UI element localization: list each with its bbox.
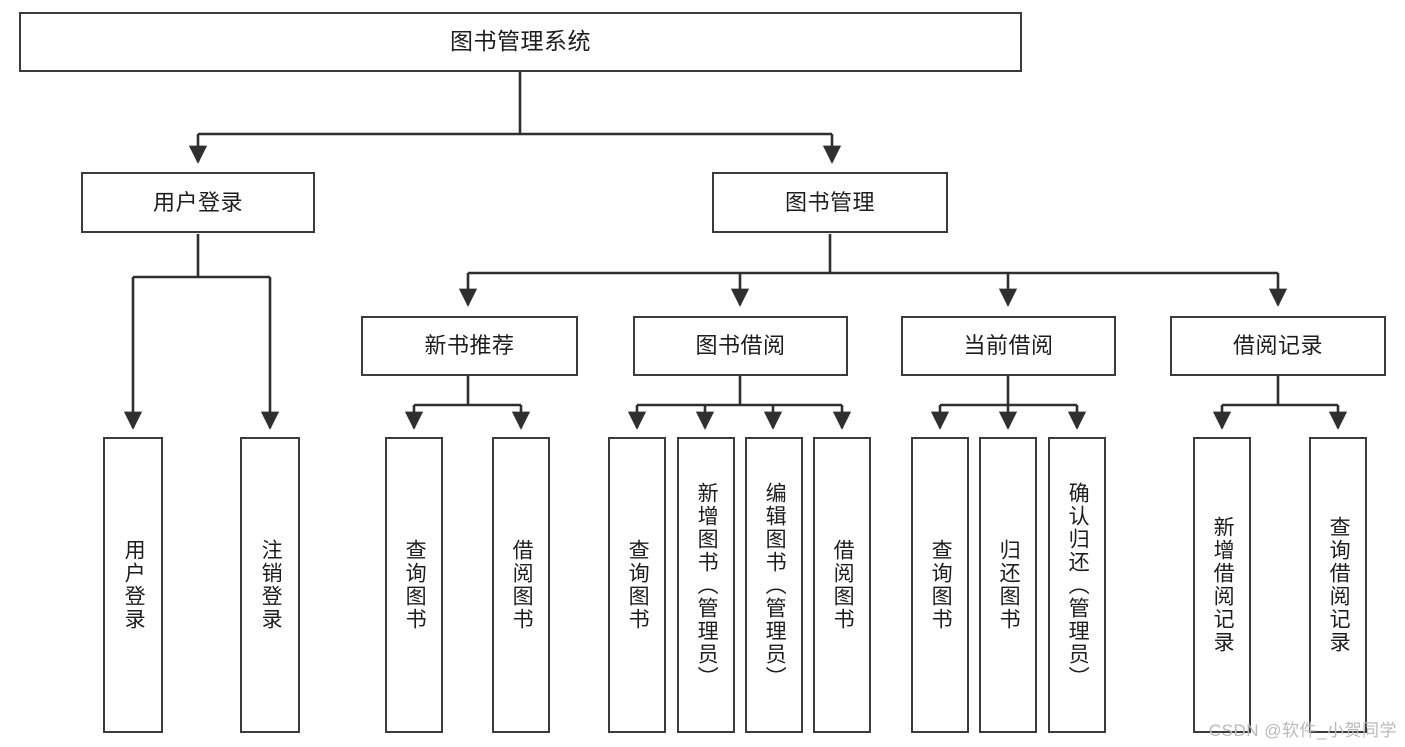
node-leaf-confirm-return[interactable]: 确认归还（管理员） [1048,437,1106,733]
node-root-system[interactable]: 图书管理系统 [19,12,1022,72]
node-borrow-record[interactable]: 借阅记录 [1170,316,1386,376]
node-label: 用户登录 [122,539,146,631]
csdn-watermark: CSDN @软件_小贺同学 [1208,721,1397,740]
node-label: 新书推荐 [424,333,515,359]
node-new-book-rec[interactable]: 新书推荐 [361,316,578,376]
node-label: 确认归还（管理员） [1066,481,1090,689]
node-label: 归还图书 [997,539,1021,631]
node-leaf-add-book[interactable]: 新增图书（管理员） [677,437,735,733]
node-label: 新增借阅记录 [1211,516,1235,654]
node-label: 编辑图书（管理员） [763,481,787,689]
node-label: 用户登录 [152,189,243,215]
node-label: 借阅图书 [510,539,534,631]
node-leaf-query-book-3[interactable]: 查询图书 [911,437,969,733]
node-label: 借阅记录 [1232,333,1323,359]
node-label: 查询图书 [403,539,427,631]
node-label: 图书管理 [784,189,875,215]
node-label: 查询借阅记录 [1327,516,1351,654]
node-label: 借阅图书 [831,539,855,631]
node-leaf-edit-book[interactable]: 编辑图书（管理员） [745,437,803,733]
node-label: 查询图书 [626,539,650,631]
node-label: 新增图书（管理员） [695,481,719,689]
node-current-borrow[interactable]: 当前借阅 [901,316,1116,376]
node-book-borrow[interactable]: 图书借阅 [633,316,848,376]
node-leaf-return-book[interactable]: 归还图书 [979,437,1037,733]
node-leaf-query-book-2[interactable]: 查询图书 [608,437,666,733]
node-user-login[interactable]: 用户登录 [81,172,315,233]
node-leaf-borrow-book-1[interactable]: 借阅图书 [492,437,550,733]
node-leaf-query-record[interactable]: 查询借阅记录 [1309,437,1367,733]
node-label: 图书管理系统 [450,28,591,55]
node-leaf-logout[interactable]: 注销登录 [240,437,300,733]
node-leaf-query-book-1[interactable]: 查询图书 [385,437,443,733]
node-label: 注销登录 [259,539,283,631]
node-leaf-borrow-book-2[interactable]: 借阅图书 [813,437,871,733]
node-leaf-user-login[interactable]: 用户登录 [103,437,163,733]
node-label: 图书借阅 [695,333,786,359]
node-label: 当前借阅 [963,333,1054,359]
node-leaf-add-record[interactable]: 新增借阅记录 [1193,437,1251,733]
node-label: 查询图书 [929,539,953,631]
node-book-manage[interactable]: 图书管理 [712,172,948,233]
